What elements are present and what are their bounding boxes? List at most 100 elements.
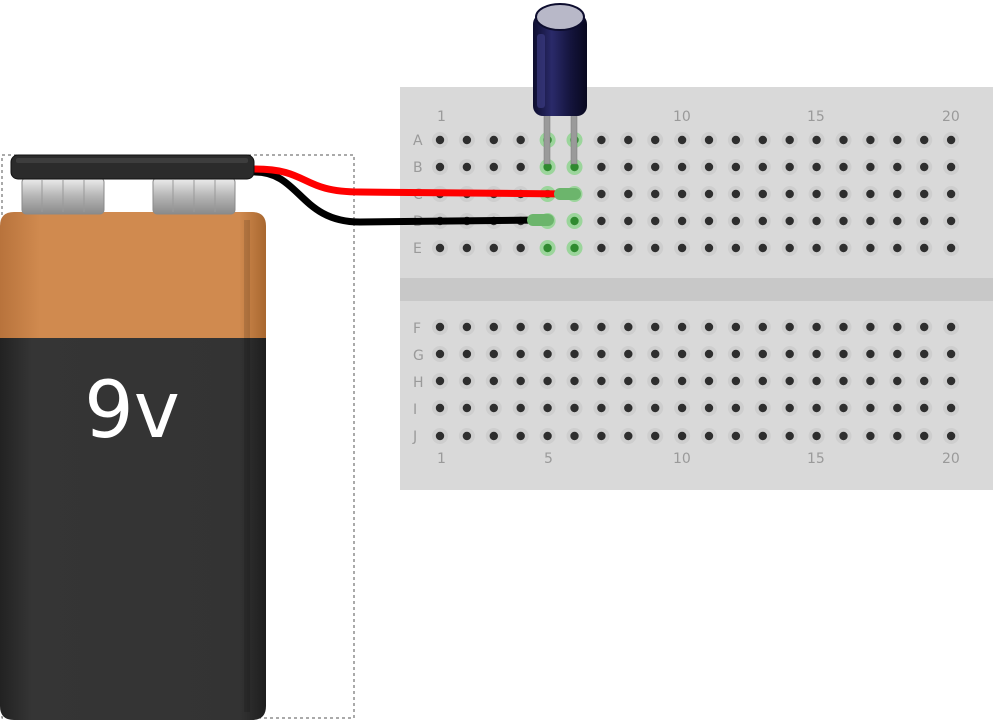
hole-d7 <box>597 216 606 226</box>
hole-h18 <box>893 376 902 386</box>
hole-f12 <box>731 322 741 332</box>
hole-e7 <box>597 243 606 253</box>
negative-wire-tip <box>527 214 554 226</box>
hole-a16 <box>839 135 848 145</box>
hole-j12 <box>731 431 741 441</box>
hole-c8 <box>624 189 633 199</box>
hole-g10 <box>677 349 687 359</box>
hole-h5 <box>543 376 552 386</box>
hole-i9 <box>651 403 660 413</box>
hole-g8 <box>624 349 633 359</box>
hole-i20 <box>946 403 956 413</box>
hole-f14 <box>785 322 794 332</box>
hole-d20 <box>946 216 956 226</box>
row-label-i: I <box>413 402 417 418</box>
hole-g12 <box>731 349 741 359</box>
hole-i4 <box>516 403 525 413</box>
hole-j4 <box>516 431 525 441</box>
positive-wire-tip <box>554 188 581 200</box>
hole-e6 <box>570 243 579 253</box>
hole-j9 <box>651 431 660 441</box>
hole-i17 <box>866 403 875 413</box>
hole-h14 <box>785 376 794 386</box>
hole-h15 <box>812 376 821 386</box>
hole-g20 <box>946 349 956 359</box>
row-label-a: A <box>413 133 423 149</box>
hole-h16 <box>839 376 848 386</box>
hole-i10 <box>677 403 687 413</box>
hole-a12 <box>731 135 741 145</box>
hole-j10 <box>677 431 687 441</box>
hole-a18 <box>893 135 902 145</box>
hole-b10 <box>677 162 687 172</box>
hole-g13 <box>758 349 767 359</box>
hole-j5 <box>543 431 552 441</box>
hole-e20 <box>946 243 956 253</box>
hole-f11 <box>704 322 714 332</box>
hole-f10 <box>677 322 687 332</box>
hole-a2 <box>462 135 472 145</box>
hole-g16 <box>839 349 848 359</box>
hole-b3 <box>489 162 498 172</box>
hole-e4 <box>516 243 525 253</box>
battery-copper-top <box>0 212 266 338</box>
col-number-top-1: 1 <box>437 109 446 125</box>
col-number-top-20: 20 <box>942 109 960 125</box>
hole-b15 <box>812 162 821 172</box>
col-number-bottom-10: 10 <box>673 451 691 467</box>
hole-a14 <box>785 135 794 145</box>
hole-a3 <box>489 135 498 145</box>
hole-c7 <box>597 189 606 199</box>
breadboard: 1 10 15 20 1 5 10 15 20 A B C D E F G H … <box>400 87 993 490</box>
hole-f18 <box>893 322 902 332</box>
hole-c17 <box>866 189 875 199</box>
hole-g7 <box>597 349 606 359</box>
hole-c10 <box>677 189 687 199</box>
hole-d12 <box>731 216 741 226</box>
hole-a20 <box>946 135 956 145</box>
hole-i16 <box>839 403 848 413</box>
hole-e3 <box>489 243 498 253</box>
hole-f5 <box>543 322 552 332</box>
hole-c11 <box>704 189 714 199</box>
hole-d9 <box>651 216 660 226</box>
hole-d8 <box>624 216 633 226</box>
hole-b5 <box>543 162 552 172</box>
hole-h4 <box>516 376 525 386</box>
hole-a15 <box>812 135 821 145</box>
hole-a13 <box>758 135 767 145</box>
hole-c16 <box>839 189 848 199</box>
breadboard-center-channel <box>400 278 993 301</box>
hole-d6 <box>570 216 579 226</box>
hole-i12 <box>731 403 741 413</box>
hole-a7 <box>597 135 606 145</box>
hole-b2 <box>462 162 472 172</box>
battery-label: 9v <box>84 366 180 456</box>
hole-j6 <box>570 431 579 441</box>
hole-g2 <box>462 349 472 359</box>
col-number-bottom-1: 1 <box>437 451 446 467</box>
hole-c13 <box>758 189 767 199</box>
hole-b14 <box>785 162 794 172</box>
hole-d11 <box>704 216 714 226</box>
hole-g1 <box>435 349 445 359</box>
hole-e16 <box>839 243 848 253</box>
hole-f1 <box>435 322 445 332</box>
battery-terminal-left <box>21 177 105 215</box>
row-label-g: G <box>413 348 424 364</box>
hole-f6 <box>570 322 579 332</box>
hole-a9 <box>651 135 660 145</box>
hole-h7 <box>597 376 606 386</box>
hole-b16 <box>839 162 848 172</box>
hole-i6 <box>570 403 579 413</box>
hole-g3 <box>489 349 498 359</box>
hole-b6 <box>570 162 579 172</box>
hole-a10 <box>677 135 687 145</box>
hole-a4 <box>516 135 525 145</box>
hole-b9 <box>651 162 660 172</box>
hole-f3 <box>489 322 498 332</box>
hole-d17 <box>866 216 875 226</box>
hole-f9 <box>651 322 660 332</box>
hole-h12 <box>731 376 741 386</box>
